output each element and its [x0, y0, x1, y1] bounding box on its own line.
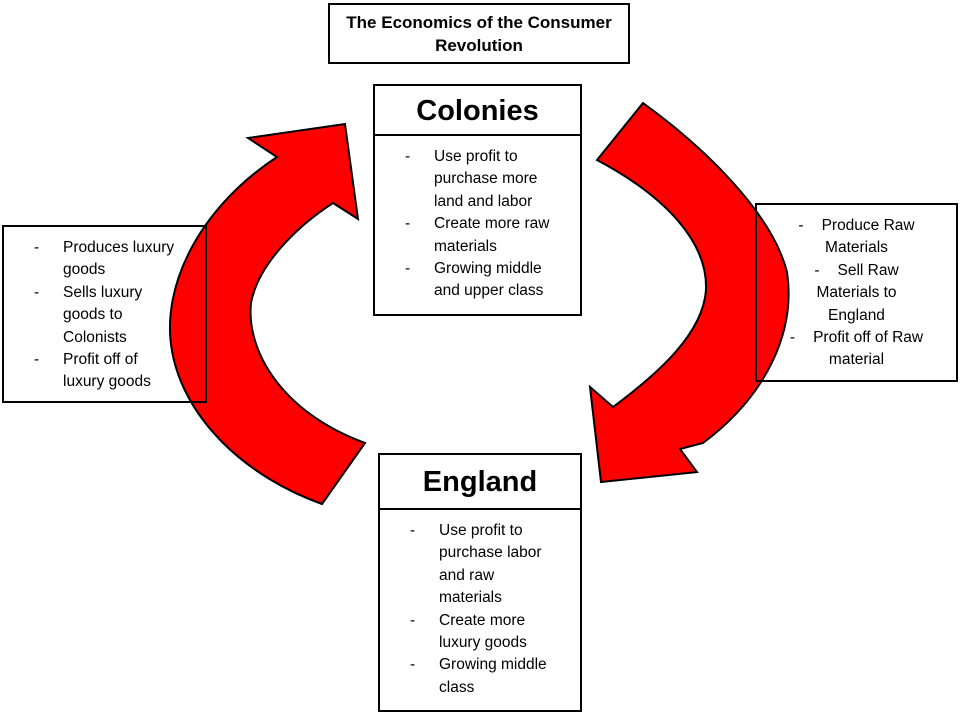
bullet-item: -Produce Raw Materials — [763, 215, 950, 260]
bullet-text: Profit off of luxury goods — [63, 351, 151, 391]
bullet-text: Growing middle class — [439, 656, 547, 696]
england-bullet-list: - Use profit to purchase labor and raw m… — [380, 510, 580, 699]
bullet-text: Create more luxury goods — [439, 611, 527, 652]
bullet-item: - Create more luxury goods — [384, 610, 576, 655]
bullet-item: - Profit off of luxury goods — [8, 349, 201, 394]
colonies-header: Colonies — [375, 86, 580, 136]
colonies-node: Colonies - Use profit to purchase more l… — [373, 84, 582, 316]
colonies-role-annotation: -Produce Raw Materials -Sell Raw Materia… — [755, 203, 958, 382]
bullet-item: - Growing middle class — [384, 654, 576, 699]
dash-bullet: - — [814, 261, 820, 279]
diagram-title: The Economics of the Consumer Revolution — [346, 13, 612, 55]
bullet-text: Sell Raw Materials to England — [816, 261, 899, 324]
bullet-item: - Use profit to purchase labor and raw m… — [384, 520, 576, 610]
bullet-text: Use profit to purchase labor and raw mat… — [439, 522, 542, 607]
england-role-bullet-list: - Produces luxury goods - Sells luxury g… — [4, 227, 205, 394]
bullet-item: - Use profit to purchase more land and l… — [379, 146, 576, 213]
england-node: England - Use profit to purchase labor a… — [378, 453, 582, 712]
arrow-colonies-to-england — [588, 101, 790, 484]
bullet-text: Produces luxury goods — [63, 239, 175, 279]
dash-bullet: - — [798, 217, 804, 234]
dash-bullet: - — [405, 148, 411, 165]
dash-bullet: - — [410, 656, 416, 674]
colonies-role-bullet-list: -Produce Raw Materials -Sell Raw Materia… — [757, 205, 956, 372]
bullet-item: - Growing middle and upper class — [379, 258, 576, 303]
dash-bullet: - — [34, 239, 40, 256]
bullet-item: - Sells luxury goods to Colonists — [8, 282, 201, 349]
england-header: England — [380, 455, 580, 510]
colonies-bullet-list: - Use profit to purchase more land and l… — [375, 136, 580, 303]
bullet-text: Sells luxury goods to Colonists — [63, 283, 143, 346]
dash-bullet: - — [410, 522, 416, 539]
dash-bullet: - — [34, 351, 40, 369]
title-box: The Economics of the Consumer Revolution — [328, 3, 630, 64]
bullet-text: Profit off of Raw material — [813, 329, 924, 369]
bullet-text: Produce Raw Materials — [821, 217, 915, 257]
bullet-text: Growing middle and upper class — [434, 260, 544, 300]
bullet-item: -Profit off of Raw material — [763, 327, 950, 372]
bullet-item: - Produces luxury goods — [8, 237, 201, 282]
dash-bullet: - — [789, 329, 796, 347]
bullet-item: - Create more raw materials — [379, 213, 576, 258]
bullet-item: -Sell Raw Materials to England — [763, 260, 950, 327]
bullet-text: Use profit to purchase more land and lab… — [434, 148, 538, 210]
bullet-text: Create more raw materials — [434, 215, 550, 255]
dash-bullet: - — [410, 611, 416, 629]
dash-bullet: - — [34, 283, 40, 301]
arrow-england-to-colonies — [168, 122, 367, 506]
dash-bullet: - — [405, 215, 411, 233]
dash-bullet: - — [405, 260, 411, 278]
england-role-annotation: - Produces luxury goods - Sells luxury g… — [2, 225, 207, 403]
